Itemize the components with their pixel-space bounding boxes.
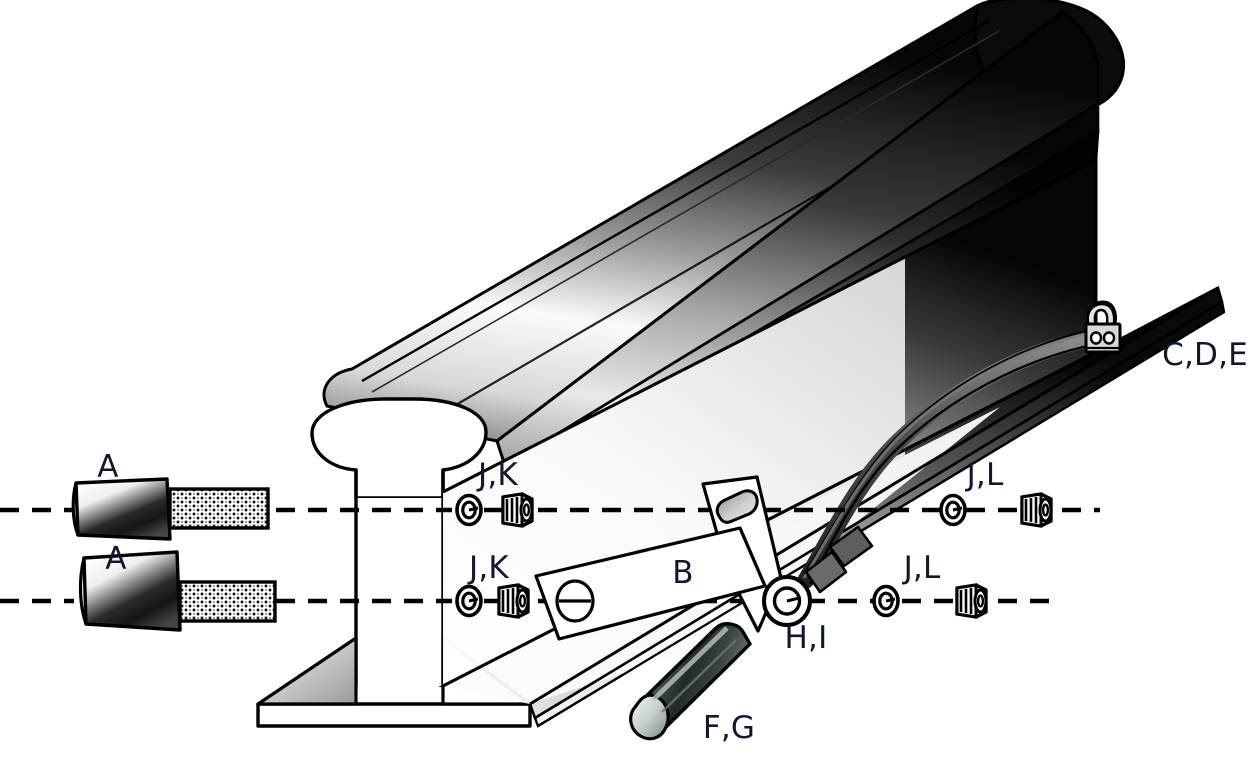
label-jk-upper: J,K: [476, 457, 518, 493]
rail-foot-edge-line-1: [534, 300, 1223, 720]
label-hi: H,I: [785, 620, 828, 656]
rail-foot-outer-line: [529, 286, 1219, 706]
bolt-shank-upper: [168, 487, 270, 530]
rail-web-head-joint: [442, 158, 1097, 494]
label-a-lower: A: [105, 541, 126, 577]
clamp-hole-left: [1089, 331, 1103, 345]
cable-terminal-barrel: [804, 550, 848, 594]
bracket-bend-edge: [738, 527, 767, 587]
bolt-head-upper: [74, 477, 172, 541]
rail-web-cross-section: [356, 498, 443, 686]
label-jk-lower: J,K: [467, 550, 509, 586]
cable-crimp-ferrule: [828, 525, 874, 568]
cable-outline-lower: [808, 343, 1093, 585]
rail-foot-cross-section: [256, 702, 532, 728]
hex-nut-jk-upper: [501, 492, 534, 528]
ring-terminal-tick: [786, 596, 800, 603]
label-cde: C,D,E: [1162, 337, 1248, 373]
washer-jl-lower: [872, 584, 900, 618]
part-a-lower-bolt: [78, 550, 277, 632]
rail-foot-edge-line-2: [537, 311, 1225, 727]
hex-nut-jl-upper: [1020, 492, 1053, 528]
rail-head-side-face: [495, 10, 1100, 469]
part-cde-rail-clamp: [1084, 300, 1122, 354]
bolt-head-upper-endcurve: [71, 482, 80, 536]
part-fg-sleeve: [629, 622, 752, 741]
rail-foot-left-fillet: [256, 636, 358, 706]
label-jl-upper: J,L: [965, 457, 1004, 493]
bolt-shank-lower: [178, 580, 277, 623]
part-b-angle-bracket: [534, 475, 783, 641]
label-jl-lower: J,L: [902, 550, 941, 586]
bolt-head-lower-endcurve: [78, 557, 88, 625]
label-fg: F,G: [703, 710, 755, 746]
cable-highlight: [802, 330, 1095, 579]
rail-foot-joint-line: [442, 350, 1097, 688]
bracket-slot: [715, 489, 759, 524]
bonding-cable: [797, 326, 1105, 594]
bolt-head-lower: [82, 550, 182, 632]
sleeve-highlight-2: [661, 639, 737, 713]
part-hi-ring-terminal: [762, 575, 812, 627]
washer-jk-lower: [455, 584, 483, 618]
cable-outer-strand: [797, 328, 1105, 589]
sleeve-end-cap: [629, 693, 670, 741]
label-a-upper: A: [97, 449, 118, 485]
label-b: B: [672, 555, 693, 591]
washer-jl-upper: [939, 493, 967, 527]
washer-jk-upper: [455, 493, 483, 527]
hex-nut-jl-lower: [955, 583, 988, 619]
rail-head-rib-2: [371, 30, 1000, 393]
hex-nut-jk-lower: [497, 583, 530, 619]
rail-head-rib-1: [361, 18, 991, 383]
sleeve-highlight-1: [651, 626, 729, 702]
part-a-upper-bolt: [71, 477, 270, 541]
clamp-hole-right: [1102, 331, 1116, 345]
